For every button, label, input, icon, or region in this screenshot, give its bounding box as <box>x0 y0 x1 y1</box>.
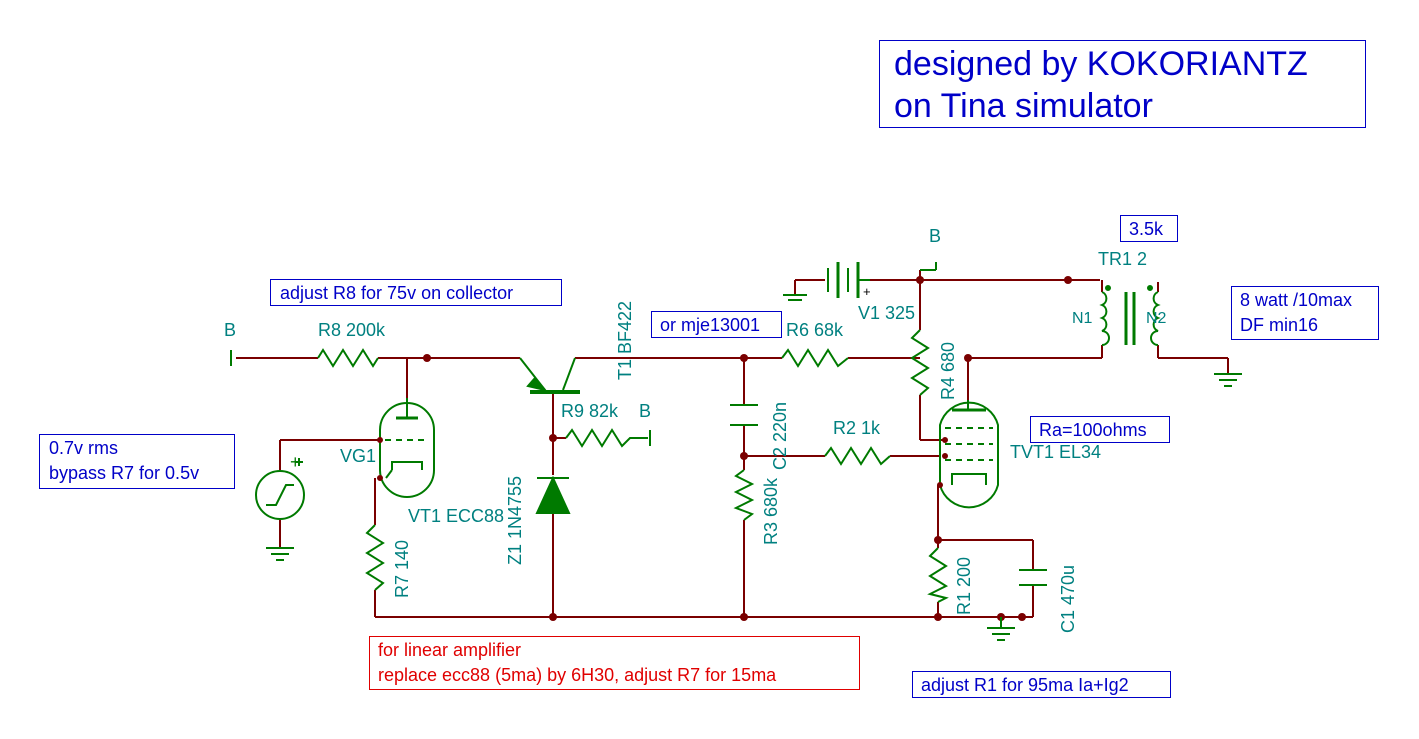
input-text-1: 0.7v rms <box>49 438 119 458</box>
ra-text: Ra=100ohms <box>1039 420 1147 440</box>
output-note: 8 watt /10max DF min16 <box>1231 286 1379 340</box>
pin-dots <box>377 437 948 488</box>
alt-transistor-note: or mje13001 <box>651 311 782 338</box>
label-tr1: TR1 2 <box>1098 249 1148 269</box>
designer-line-2: on Tina simulator <box>894 87 1153 125</box>
transformer-z-note: 3.5k <box>1120 215 1178 242</box>
label-n1: N1 <box>1072 310 1093 327</box>
label-r9: R9 82k <box>561 401 619 421</box>
b-terminal-top <box>920 262 937 271</box>
alt-transistor-text: or mje13001 <box>660 315 761 335</box>
label-plus-source: + <box>290 452 301 472</box>
zener-z1 <box>535 475 571 514</box>
r3-resistor <box>733 469 755 521</box>
r9-resistor <box>565 428 648 448</box>
junctions <box>423 276 1072 621</box>
label-r7: R7 140 <box>392 539 412 598</box>
adjust-r1-text: adjust R1 for 95ma Ia+Ig2 <box>921 675 1129 695</box>
linear-text-2: replace ecc88 (5ma) by 6H30, adjust R7 f… <box>378 665 777 685</box>
label-b-r9: B <box>639 401 652 421</box>
c1-capacitor <box>1019 569 1047 586</box>
transformer-tr1 <box>1099 285 1161 346</box>
label-vg1: VG1 <box>340 446 377 466</box>
linear-text-1: for linear amplifier <box>378 640 522 660</box>
label-c1: C1 470u <box>1058 564 1078 633</box>
r2-resistor <box>824 446 891 466</box>
ra-note: Ra=100ohms <box>1030 416 1170 443</box>
adjust-r1-note: adjust R1 for 95ma Ia+Ig2 <box>912 671 1171 698</box>
designer-note: designed by KOKORIANTZ on Tina simulator <box>879 40 1366 128</box>
output-text-1: 8 watt /10max <box>1240 290 1353 310</box>
r1-resistor <box>927 547 949 603</box>
r6-resistor <box>781 348 849 368</box>
label-r6: R6 68k <box>786 320 844 340</box>
label-v1: V1 325 <box>858 303 916 323</box>
label-vt1: VT1 ECC88 <box>408 506 505 526</box>
input-text-2: bypass R7 for 0.5v <box>49 463 200 483</box>
signal-source <box>255 458 305 520</box>
label-z1: Z1 1N4755 <box>505 475 525 565</box>
label-b-top: B <box>929 226 942 246</box>
input-note: 0.7v rms bypass R7 for 0.5v <box>39 434 235 489</box>
label-r8: R8 200k <box>318 320 386 340</box>
label-r3: R3 680k <box>761 477 781 545</box>
transistor-t1 <box>519 357 580 394</box>
battery-v1 <box>827 262 870 298</box>
label-r4: R4 680 <box>938 341 958 400</box>
label-r2: R2 1k <box>833 418 881 438</box>
label-b-left: B <box>224 320 237 340</box>
ground-symbol-main <box>987 617 1015 641</box>
label-plus-battery: + <box>863 284 871 299</box>
designer-line-1: designed by KOKORIANTZ <box>894 45 1308 83</box>
label-tvt1: TVT1 EL34 <box>1010 442 1102 462</box>
c2-capacitor <box>730 404 758 426</box>
transformer-z-text: 3.5k <box>1129 219 1164 239</box>
label-c2: C2 220n <box>770 401 790 470</box>
adjust-r8-text: adjust R8 for 75v on collector <box>280 283 514 303</box>
ground-symbol-battery <box>783 294 807 301</box>
ground-symbol-source <box>266 547 294 561</box>
r4-resistor <box>910 329 930 396</box>
tube-vt1 <box>379 398 435 498</box>
adjust-r8-note: adjust R8 for 75v on collector <box>270 279 562 306</box>
output-text-2: DF min16 <box>1240 315 1319 335</box>
r7-resistor <box>365 524 385 591</box>
label-t1: T1 BF422 <box>615 300 635 380</box>
r8-resistor <box>317 348 379 368</box>
label-n2: N2 <box>1146 310 1167 327</box>
wires <box>236 270 1229 618</box>
linear-amplifier-note: for linear amplifier replace ecc88 (5ma)… <box>369 636 860 690</box>
label-r1: R1 200 <box>954 556 974 615</box>
tube-tvt1 <box>939 400 999 509</box>
ground-symbol-output <box>1214 373 1242 387</box>
